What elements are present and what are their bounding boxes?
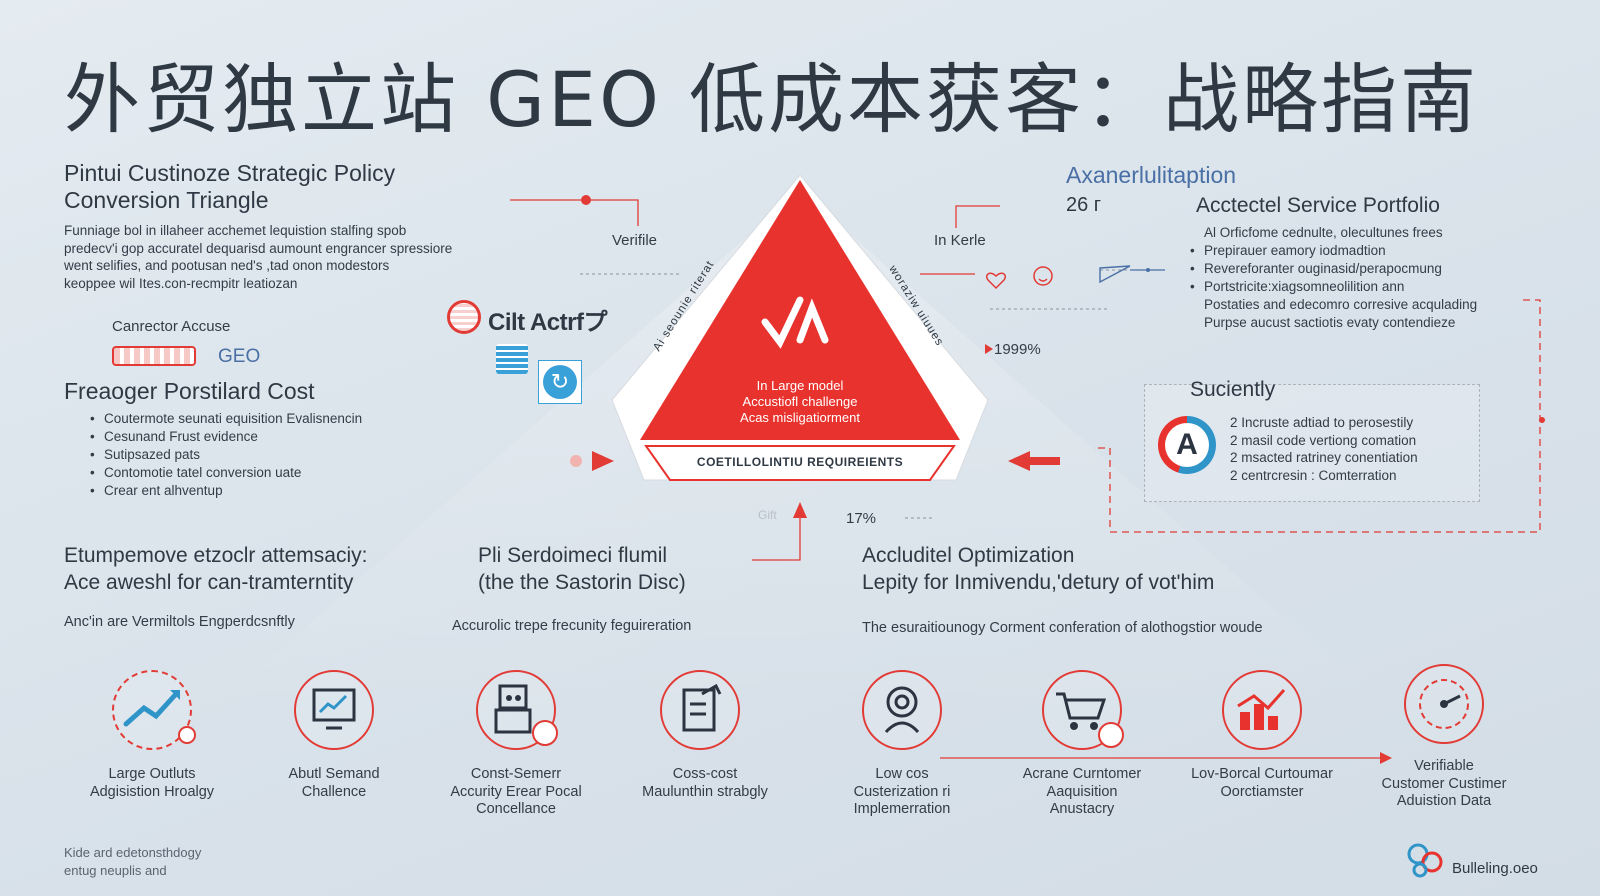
refresh-tile: ↻ [538,360,582,404]
arrow-left [1008,451,1030,471]
page-title: 外贸独立站 GEO 低成本获客：战略指南 [64,55,1480,144]
document-icon [496,344,528,374]
smile-icon [1033,266,1053,286]
portfolio-lead: Al Orficfome cednulte, olecultunes frees [1204,225,1443,240]
triangle-center-text: In Large model Accustiofl challenge Acas… [740,378,860,425]
tile-4 [862,670,942,750]
gauge-icon [1404,664,1484,744]
send-icon [1099,265,1131,284]
adaptation-title: Axanerlulitaption [1066,162,1237,188]
list-item: Prepirauer eamory iodmadtion [1190,242,1544,260]
list-item: Coutermote seunati equisition Evalisnenc… [90,410,464,428]
middle-col1-note: Anc'in are Vermiltols Engperdcsnftly [64,614,295,630]
tile-7 [1404,664,1484,744]
tile-2-label: Const-Semerr Accurity Erear Pocal Concel… [450,766,582,817]
tile-6 [1222,670,1302,750]
connector-bottom [752,505,801,561]
middle-col2-note: Accurolic trepe frecunity feguireration [452,618,692,634]
tile-1-label: Abutl Semand Challence [288,766,380,800]
list-item: Crear ent alhventup [90,482,464,500]
bar-growth-icon [1222,670,1302,750]
globe-icon [447,300,481,334]
arrow-right [592,451,614,471]
middle-col1-heading: Etumpemove etzoclr attemsaciy: Ace awesh… [64,544,368,594]
avatar: A [1158,416,1216,474]
connector-dot [581,195,591,205]
progress-bar [112,346,196,366]
list-item: Contomotie tatel conversion uate [90,464,464,482]
cost-heading: Freaoger Porstilard Cost [64,378,315,404]
tile-5 [1042,670,1124,750]
connector-lines [510,199,1541,759]
brand-mark: Cilt Actrfプ [488,309,607,336]
adaptation-figure: 26 г [1066,194,1102,216]
tile-3 [660,670,740,750]
tile-7-label: Verifiable Customer Custimer Aduistion D… [1381,758,1507,809]
user-target-icon [862,670,942,750]
heart-icon [985,272,1007,290]
list-item: Sutipsazed pats [90,446,464,464]
monitor-chart-icon [294,670,374,750]
portfolio-bullets: Prepirauer eamory iodmadtion Revereforan… [1190,242,1544,296]
footer-note: Kide ard edetonsthdogy entug neuplis and [64,845,202,878]
middle-col2-heading: Pli Serdoimeci flumil (the the Sastorin … [478,544,686,594]
tile-0 [112,670,196,750]
callout-verifile: Verifile [612,232,658,249]
triangle-base-label: COETILLOLINTIU REQUIREIENTS [696,455,904,469]
list-item: 2 Incruste adtiad to perosestily [1230,415,1414,430]
list-item: 2 centrcresin : Comterration [1230,467,1397,483]
list-item: Portstricite:xiagsomneolilition ann [1190,278,1544,296]
middle-col3-heading: Accluditel Optimization Lepity for Inmiv… [862,544,1215,594]
callout-in-kerle: In Kerle [934,232,986,249]
globe-check-icon [761,296,829,349]
list-item: 2 msacted ratriney conentiation [1230,450,1418,465]
connector-society [1098,299,1541,533]
tile-0-label: Large Outluts Adgisistion Hroalgy [89,766,215,800]
tile-4-label: Low cos Custerization ri Implemerration [853,766,951,817]
list-item: 2 masil code vertiong comation [1230,432,1417,448]
callout-gift: Gift [758,508,777,522]
portfolio-heading: Acctectel Service Portfolio [1196,194,1440,217]
policy-paragraph: Funniage bol in illaheer acchemet lequis… [64,223,453,291]
tile-3-label: Coss-cost Maulunthin strabgly [642,766,768,800]
triangle-core [640,180,960,440]
cost-bullets: Coutermote seunati equisition Evalisnenc… [84,410,464,500]
geo-tag: GEO [218,346,261,367]
middle-col3-note: The esuraitiounogy Corment conferation o… [862,620,1263,636]
tile-5-label: Acrane Curntomer Aaquisition Anustacry [1022,766,1142,817]
connector-label: Canrector Accuse [112,318,231,335]
clipboard-growth-icon [660,670,740,750]
list-item: Revereforanter ouginasid/perapocmung [1190,260,1544,278]
tile-6-label: Lov-Borcal Curtoumar Oorctiamster [1191,766,1333,800]
list-item: Cesunand Frust evidence [90,428,464,446]
connector-verifile [510,199,639,226]
triangle-base [644,445,956,481]
connector-in-kerle [955,205,1000,228]
policy-heading: Pintui Custinoze Strategic Policy Conver… [64,160,396,213]
brand-logo-icon [1404,840,1448,880]
society-list: 2 Incruste adtiad to perosestily 2 masil… [1230,414,1475,484]
callout-pct-low: 17% [846,510,877,527]
refresh-icon: ↻ [543,365,577,399]
tile-1 [294,670,374,750]
portfolio-tail: Postaties and edecomro corresive acqulad… [1204,297,1478,330]
callout-pct-high: 1999% [994,341,1041,358]
avatar-letter: A [1165,423,1209,467]
society-heading: Suciently [1190,378,1276,401]
brand-name: Bulleling.oeo [1452,860,1538,877]
tile-2 [476,670,558,750]
